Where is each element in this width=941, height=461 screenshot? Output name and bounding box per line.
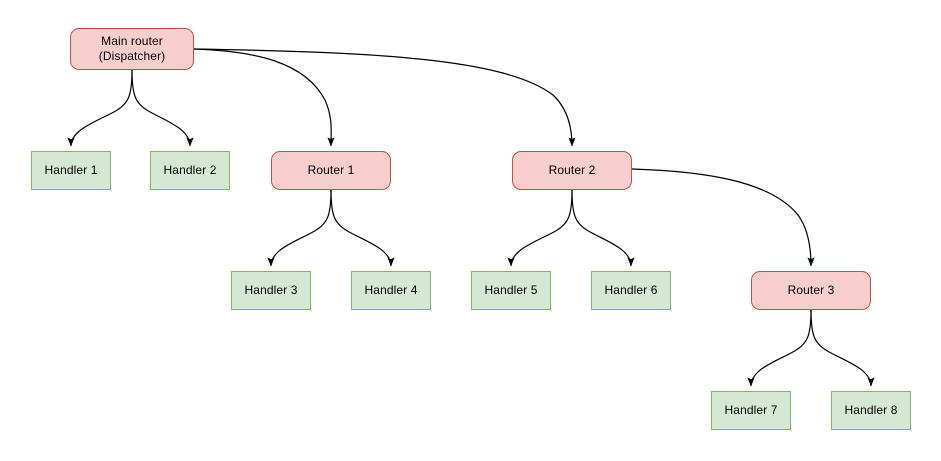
node-handler-2[interactable]: Handler 2 — [150, 151, 230, 190]
node-handler-3[interactable]: Handler 3 — [231, 271, 311, 310]
edge-main-router-to-router-2 — [193, 48, 576, 147]
node-router-2[interactable]: Router 2 — [512, 151, 632, 190]
edge-router-3-to-handler-8 — [810, 309, 875, 387]
node-handler-4[interactable]: Handler 4 — [351, 271, 431, 310]
edge-main-router-to-router-1 — [193, 48, 335, 147]
node-handler-3-label: Handler 3 — [244, 283, 298, 297]
edge-main-router-to-handler-2 — [131, 69, 194, 147]
node-router-1-label: Router 1 — [307, 163, 355, 177]
node-handler-1-label: Handler 1 — [44, 163, 98, 177]
node-handler-7-label: Handler 7 — [724, 403, 778, 417]
node-handler-5[interactable]: Handler 5 — [471, 271, 551, 310]
edge-router-1-to-handler-3 — [267, 189, 332, 267]
node-handler-2-label: Handler 2 — [163, 163, 217, 177]
node-handler-6[interactable]: Handler 6 — [591, 271, 671, 310]
node-handler-7[interactable]: Handler 7 — [711, 391, 791, 430]
edge-main-router-to-handler-1 — [67, 69, 133, 147]
node-main-router[interactable]: Main router (Dispatcher) — [70, 28, 194, 70]
node-handler-1[interactable]: Handler 1 — [31, 151, 111, 190]
edge-router-2-to-router-3 — [631, 168, 815, 267]
node-handler-8-label: Handler 8 — [844, 403, 898, 417]
edge-router-2-to-handler-5 — [507, 189, 573, 267]
node-router-2-label: Router 2 — [548, 163, 596, 177]
node-handler-8[interactable]: Handler 8 — [831, 391, 911, 430]
edge-router-1-to-handler-4 — [330, 189, 395, 267]
edge-router-3-to-handler-7 — [747, 309, 812, 387]
node-handler-5-label: Handler 5 — [484, 283, 538, 297]
node-handler-6-label: Handler 6 — [604, 283, 658, 297]
edge-router-2-to-handler-6 — [571, 189, 635, 267]
node-router-3-label: Router 3 — [787, 283, 835, 297]
node-handler-4-label: Handler 4 — [364, 283, 418, 297]
node-main-router-label: Main router (Dispatcher) — [98, 34, 166, 63]
node-router-3[interactable]: Router 3 — [751, 271, 871, 310]
node-router-1[interactable]: Router 1 — [271, 151, 391, 190]
